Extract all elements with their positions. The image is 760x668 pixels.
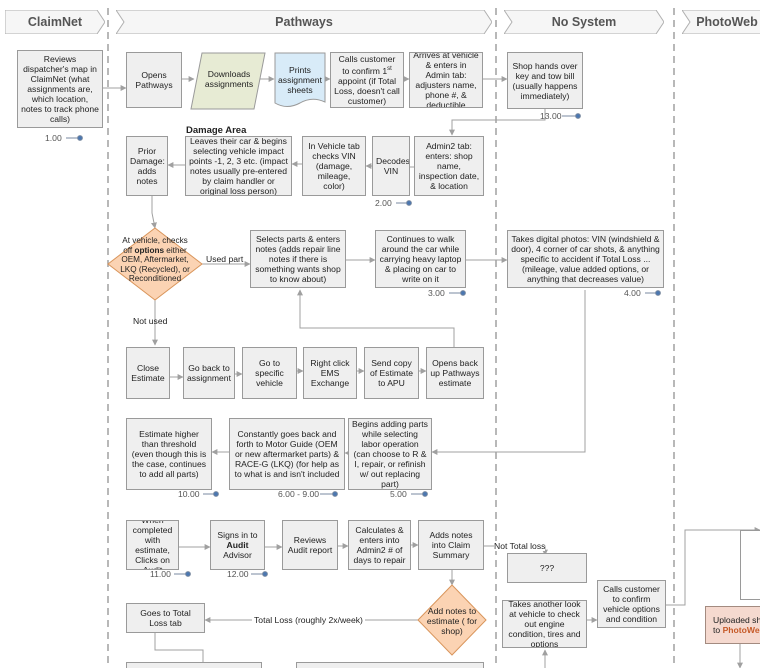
adding-parts-step: Begins adding parts while selecting labo… [348, 418, 432, 490]
partial-box-bottom-left [126, 662, 262, 668]
lane-header-claimnet: ClaimNet [5, 10, 105, 34]
selects-parts-step: Selects parts & enters notes (adds repai… [250, 230, 346, 288]
adds-notes-summary-step: Adds notes into Claim Summary [418, 520, 484, 570]
estimate-higher-step: Estimate higher than threshold (even tho… [126, 418, 212, 490]
downloads-assignments-step: Downloads assignments [204, 69, 254, 89]
goes-total-loss-step: Goes to Total Loss tab [126, 603, 205, 633]
step-number: 5.00 [390, 489, 407, 499]
emphasis: options [134, 245, 165, 255]
motor-guide-step: Constantly goes back and forth to Motor … [229, 418, 345, 490]
lane-title: PhotoWeb [696, 15, 758, 29]
close-estimate-step: Close Estimate [126, 347, 170, 399]
continues-walk-step: Continues to walk around the car while c… [375, 230, 466, 288]
downloads-assignments-shape [190, 52, 266, 110]
unknown-step: ??? [507, 553, 587, 583]
step-number: 4.00 [624, 288, 641, 298]
not-total-loss-label: Not Total loss [494, 541, 546, 551]
total-loss-label: Total Loss (roughly 2x/week) [252, 615, 365, 625]
go-back-assignment-step: Go back to assignment [183, 347, 235, 399]
go-to-vehicle-step: Go to specific vehicle [242, 347, 297, 399]
step-number: 13.00 [540, 111, 562, 121]
calculates-days-step: Calculates & enters into Admin2 # of day… [348, 520, 411, 570]
clicks-audit-step: When completed with estimate, Clicks on … [126, 520, 179, 570]
options-decision-shape [107, 227, 203, 301]
prints-assignment-sheets-shape [274, 52, 326, 107]
partial-box-bottom-right [740, 530, 760, 600]
partial-box-bottom-middle [296, 662, 484, 668]
step-number: 11.00 [150, 569, 171, 579]
calls-customer-step: Calls customer to confirm 1st appoint (i… [330, 52, 404, 108]
vehicle-tab-vin-step: In Vehicle tab checks VIN (damage, milea… [302, 136, 366, 196]
takes-photos-step: Takes digital photos: VIN (windshield & … [507, 230, 664, 288]
not-used-label: Not used [133, 316, 168, 326]
step-number: 1.00 [45, 133, 62, 143]
add-notes-decision-shape [417, 584, 487, 656]
signs-audit-step: Signs in to Audit Advisor [210, 520, 265, 570]
ordinal-suffix: st [387, 66, 392, 73]
emphasis: Audit [226, 540, 249, 550]
leaves-car-step: Leaves their car & begins selecting vehi… [185, 136, 292, 196]
uploaded-photoweb-step: Uploaded she to PhotoWeb [705, 606, 760, 644]
opens-back-up-step: Opens back up Pathways estimate [426, 347, 484, 399]
damage-area-title: Damage Area [186, 125, 247, 136]
lane-header-no-system: No System [504, 10, 664, 34]
lane-header-pathways: Pathways [116, 10, 492, 34]
prints-assignment-sheets-step: Prints assignment sheets [278, 65, 322, 95]
admin2-tab-step: Admin2 tab: enters: shop name, inspectio… [414, 136, 484, 196]
right-click-ems-step: Right click EMS Exchange [303, 347, 357, 399]
step-number: 6.00 - 9.00 [278, 489, 320, 499]
step-number: 10.00 [178, 489, 200, 499]
lane-title: No System [551, 15, 617, 29]
step-number: 12.00 [227, 569, 249, 579]
takes-another-look-step: Takes another look at vehicle to check o… [502, 600, 587, 648]
send-copy-step: Send copy of Estimate to APU [364, 347, 419, 399]
photoweb-accent: PhotoWeb [722, 625, 760, 635]
shop-hands-over-step: Shop hands over key and tow bill (usuall… [507, 52, 583, 109]
decodes-vin-step: Decodes VIN [372, 136, 410, 196]
step-number: 2.00 [375, 198, 392, 208]
used-part-label: Used part [206, 254, 244, 264]
lane-title: Pathways [275, 15, 333, 29]
prior-damage-step: Prior Damage: adds notes [126, 136, 168, 196]
reviews-dispatcher-step: Reviews dispatcher's map in ClaimNet (wh… [17, 50, 103, 128]
lane-title: ClaimNet [27, 15, 83, 29]
add-notes-shop-decision: Add notes to estimate ( for shop) [426, 606, 478, 636]
step-number: 3.00 [428, 288, 445, 298]
opens-pathways-step: Opens Pathways [126, 52, 182, 108]
checks-options-decision: At vehicle, checks off options either OE… [120, 236, 190, 283]
arrives-vehicle-step: Arrives at vehicle & enters in Admin tab… [409, 52, 483, 108]
calls-confirm-options-step: Calls customer to confirm vehicle option… [597, 580, 666, 628]
lane-header-photoweb: PhotoWeb [682, 10, 760, 34]
reviews-audit-step: Reviews Audit report [282, 520, 338, 570]
